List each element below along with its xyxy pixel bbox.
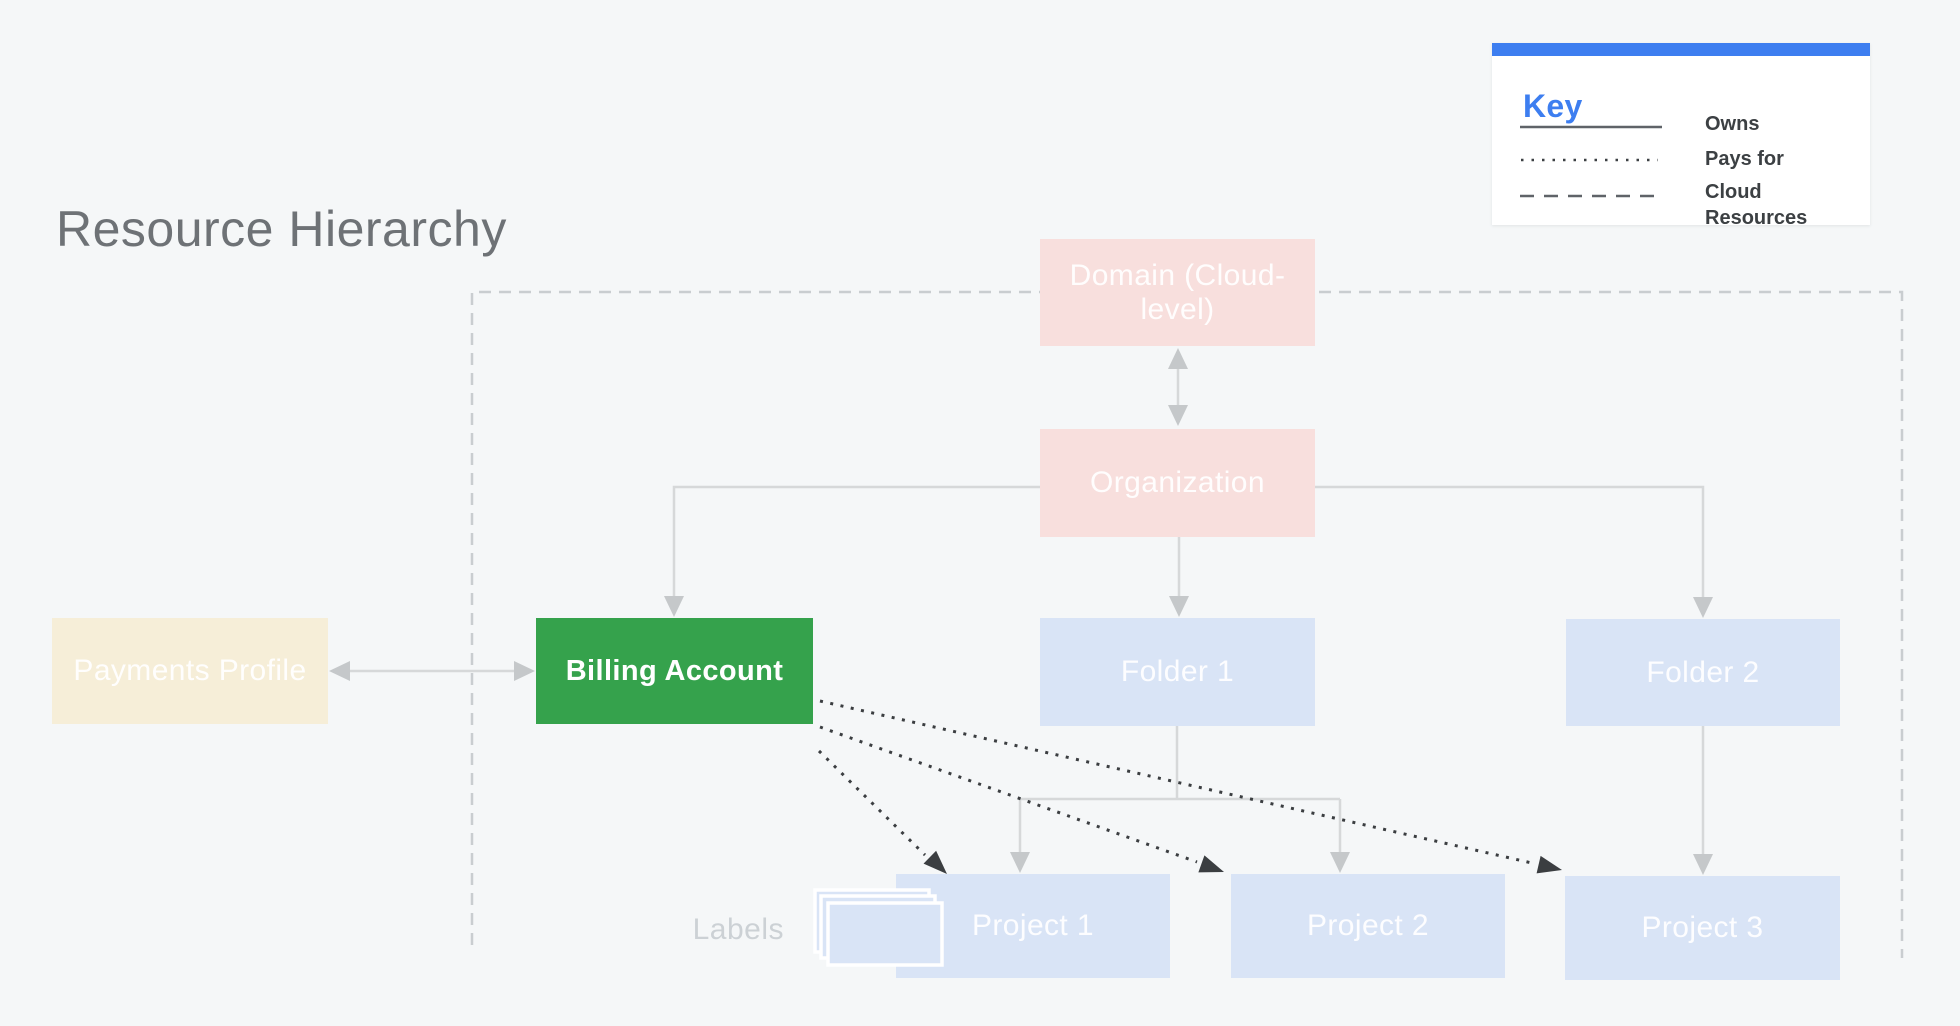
labels-icon (813, 888, 944, 967)
labels-caption: Labels (692, 913, 784, 946)
arrowhead-down-project1 (1010, 852, 1030, 873)
arrowhead-down-folder2 (1693, 597, 1713, 618)
pays-for-lines (817, 699, 1533, 865)
node-billing-account: Billing Account (536, 618, 813, 724)
arrowhead-down-project3 (1693, 854, 1713, 875)
owns-arrowheads (329, 348, 1713, 875)
node-project-3: Project 3 (1565, 876, 1840, 980)
legend-line-samples (1520, 125, 1662, 198)
arrowhead-down-folder1 (1169, 596, 1189, 617)
arrowhead-down-project2 (1330, 852, 1350, 873)
arrowhead-paysfor-project2 (1198, 855, 1224, 873)
node-project-2: Project 2 (1231, 874, 1505, 978)
arrowhead-paysfor-project1 (923, 850, 947, 874)
edge-organization-billing (672, 485, 1040, 612)
node-folder-1: Folder 1 (1040, 618, 1315, 726)
arrowhead-down-billing (664, 596, 684, 617)
node-payments-profile: Payments Profile (52, 618, 328, 724)
pays-for-line-project3 (819, 699, 1533, 865)
pays-for-line-project1 (817, 749, 927, 857)
legend-label-cloud-resources: Cloud Resources (1705, 181, 1808, 229)
pays-for-line-project2 (819, 725, 1198, 864)
page-title: Resource Hierarchy (56, 201, 507, 257)
arrowhead-up-domain (1168, 348, 1188, 369)
legend-label-pays-for: Pays for (1705, 148, 1784, 170)
edge-organization-folder2 (1315, 485, 1705, 613)
arrowhead-paysfor-project3 (1536, 855, 1562, 874)
edge-folder1-projects (1018, 726, 1342, 868)
legend-label-owns: Owns (1705, 113, 1760, 135)
node-folder-2: Folder 2 (1566, 619, 1840, 726)
node-domain: Domain (Cloud-level) (1040, 239, 1315, 346)
legend: Key Owns Pays for Cloud Resources (1492, 43, 1870, 229)
arrowhead-left-payments (329, 661, 350, 681)
pays-for-arrowheads (923, 850, 1562, 874)
arrowhead-down-organization (1168, 405, 1188, 426)
legend-heading: Key (1523, 88, 1583, 124)
node-organization: Organization (1040, 429, 1315, 537)
legend-accent-bar (1492, 43, 1870, 56)
labels-icon-card-front (826, 901, 944, 967)
arrowhead-right-billing (514, 661, 535, 681)
